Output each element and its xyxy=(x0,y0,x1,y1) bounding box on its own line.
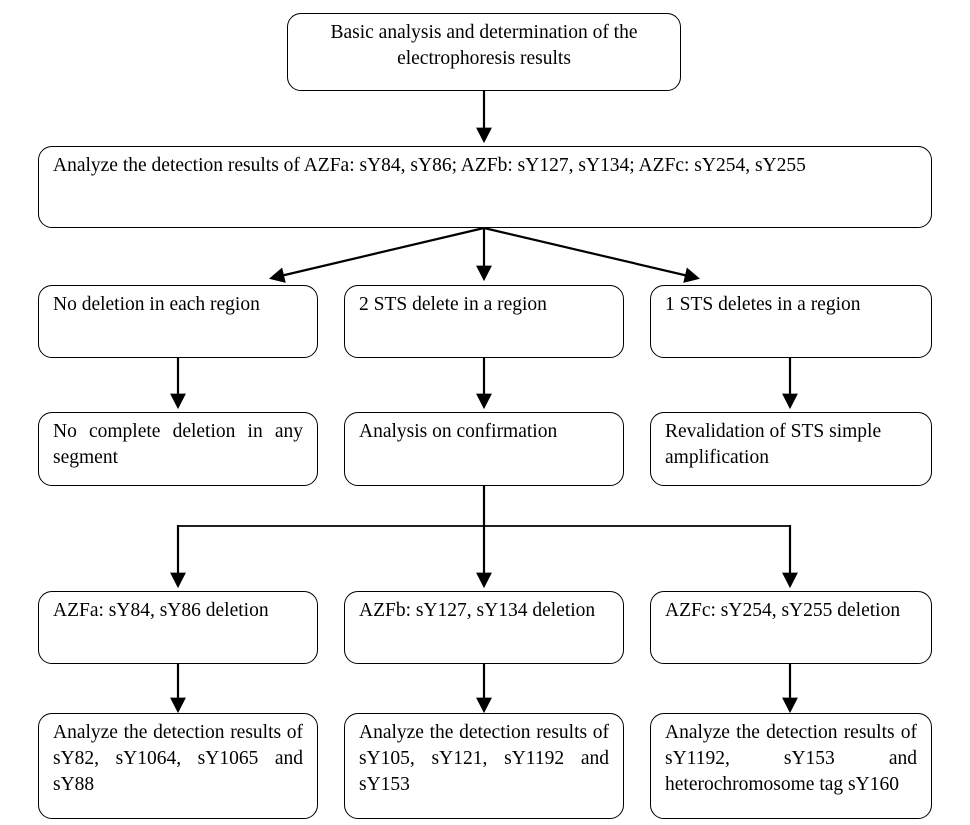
node-azfa-deletion-label: AZFa: sY84, sY86 deletion xyxy=(53,600,269,621)
node-azfb-deletion-label: AZFb: sY127, sY134 deletion xyxy=(359,600,596,621)
node-basic-analysis-label: Basic analysis and determination of the … xyxy=(330,22,638,69)
node-basic-analysis[interactable]: Basic analysis and determination of the … xyxy=(287,13,681,91)
node-revalidation-sts-label: Revalidation of STS simple amplification xyxy=(665,421,882,468)
node-analyze-azf-sts[interactable]: Analyze the detection results of AZFa: s… xyxy=(38,146,932,228)
node-1-sts-deletes[interactable]: 1 STS deletes in a region xyxy=(650,285,932,358)
node-1-sts-deletes-label: 1 STS deletes in a region xyxy=(665,294,861,315)
node-analysis-confirmation-label: Analysis on confirmation xyxy=(359,421,558,442)
node-2-sts-delete[interactable]: 2 STS delete in a region xyxy=(344,285,624,358)
node-analyze-azfb-markers[interactable]: Analyze the detection results of sY105, … xyxy=(344,713,624,819)
node-analyze-azfc-markers-label: Analyze the detection results of sY1192,… xyxy=(665,722,917,795)
node-analyze-azfb-markers-label: Analyze the detection results of sY105, … xyxy=(359,722,609,795)
node-analyze-azfa-markers-label: Analyze the detection results of sY82, s… xyxy=(53,722,303,795)
node-analyze-azfa-markers[interactable]: Analyze the detection results of sY82, s… xyxy=(38,713,318,819)
node-azfc-deletion-label: AZFc: sY254, sY255 deletion xyxy=(665,600,901,621)
node-analyze-azf-sts-label: Analyze the detection results of AZFa: s… xyxy=(53,155,806,176)
edge-n2-to-n3c xyxy=(483,226,700,283)
edge-bus-to-row5 xyxy=(170,486,798,589)
node-azfa-deletion[interactable]: AZFa: sY84, sY86 deletion xyxy=(38,591,318,664)
node-azfb-deletion[interactable]: AZFb: sY127, sY134 deletion xyxy=(344,591,624,664)
node-no-complete-deletion-label: No complete deletion in any segment xyxy=(53,421,303,468)
node-no-complete-deletion[interactable]: No complete deletion in any segment xyxy=(38,412,318,486)
node-analysis-confirmation[interactable]: Analysis on confirmation xyxy=(344,412,624,486)
node-no-deletion-each-region[interactable]: No deletion in each region xyxy=(38,285,318,358)
node-2-sts-delete-label: 2 STS delete in a region xyxy=(359,294,547,315)
node-analyze-azfc-markers[interactable]: Analyze the detection results of sY1192,… xyxy=(650,713,932,819)
node-no-deletion-each-region-label: No deletion in each region xyxy=(53,294,260,315)
node-revalidation-sts[interactable]: Revalidation of STS simple amplification xyxy=(650,412,932,486)
edge-n2-to-n3a xyxy=(269,226,485,283)
node-azfc-deletion[interactable]: AZFc: sY254, sY255 deletion xyxy=(650,591,932,664)
